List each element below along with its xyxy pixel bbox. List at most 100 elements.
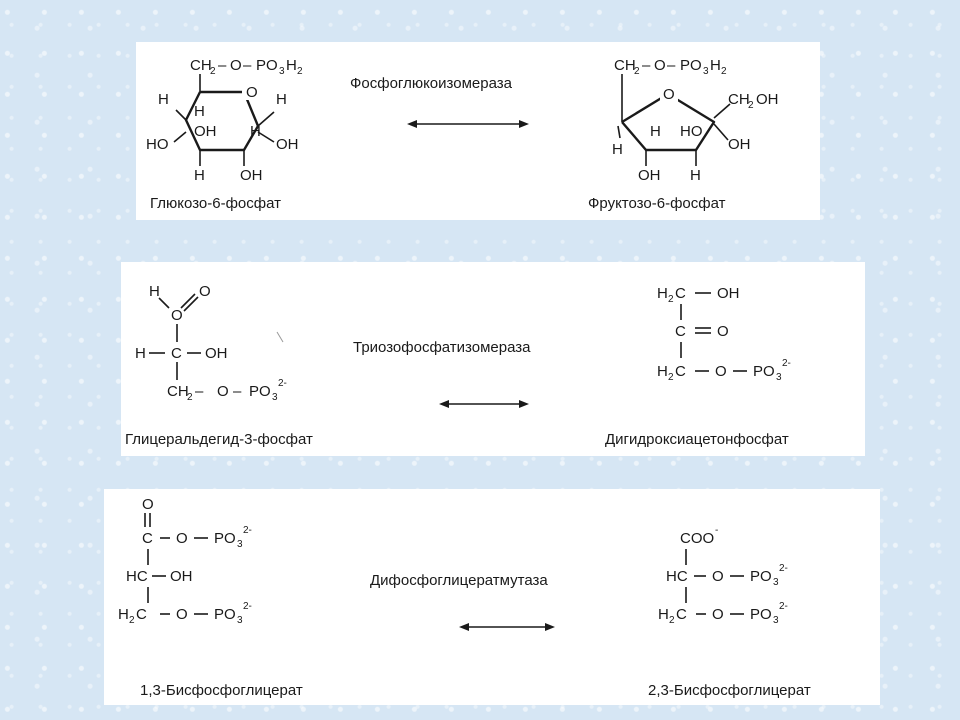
svg-text:H: H: [710, 57, 721, 74]
enzyme-label-2: Триозофосфатизомераза: [353, 339, 531, 356]
g6p-h4: H: [250, 123, 261, 140]
svg-text:H: H: [149, 283, 160, 300]
glucose-6-phosphate-structure: CH 2 – O – PO 3 H 2 O H H H OH H HO OH H…: [146, 57, 303, 212]
svg-text:O: O: [712, 568, 724, 585]
svg-text:2-: 2-: [779, 601, 788, 612]
svg-text:O: O: [717, 323, 729, 340]
f6p-h2: H: [612, 141, 623, 158]
svg-text:OH: OH: [717, 285, 740, 302]
svg-text:OH: OH: [205, 345, 228, 362]
reaction-panel-triose-isomerase: H O O H C OH CH 2 – O – PO 3 2- Глицерал…: [121, 262, 865, 456]
svg-text:2: 2: [187, 392, 193, 403]
svg-text:O: O: [176, 530, 188, 547]
svg-text:3: 3: [773, 615, 779, 626]
f6p-ho: HO: [680, 123, 703, 140]
svg-text:COO: COO: [680, 530, 714, 547]
g6p-dash1: –: [218, 57, 227, 74]
dhap-c2: C: [675, 323, 686, 340]
svg-text:O: O: [712, 606, 724, 623]
reaction-1-diagram: CH 2 – O – PO 3 H 2 O H H H OH H HO OH H…: [146, 57, 779, 212]
g6p-dash2: –: [243, 57, 252, 74]
svg-text:PO: PO: [214, 530, 236, 547]
1-3-bisphosphoglycerate-structure: O C O PO 3 2- HC OH H 2 C O PO 3 2- 1,3-…: [118, 496, 303, 699]
substrate-label-1: Глюкозо-6-фосфат: [150, 195, 281, 212]
svg-text:C: C: [675, 363, 686, 380]
svg-text:H: H: [135, 345, 146, 362]
svg-text:2: 2: [669, 615, 675, 626]
dihydroxyacetone-phosphate-structure: H 2 C OH C O H 2 C O PO 3 2- Дигидроксиа…: [605, 285, 791, 448]
f6p-h1: H: [650, 123, 661, 140]
svg-text:3: 3: [776, 372, 782, 383]
svg-text:-: -: [715, 525, 718, 536]
g6p-h2-sub: 2: [297, 66, 303, 77]
fructose-6-phosphate-structure: CH 2 – O – PO 3 H 2 O CH 2 OH H HO OH H …: [588, 57, 779, 212]
svg-text:CH: CH: [167, 383, 189, 400]
g6p-h2a: H: [194, 103, 205, 120]
svg-text:PO: PO: [750, 568, 772, 585]
svg-text:2-: 2-: [243, 601, 252, 612]
svg-text:3: 3: [773, 577, 779, 588]
g6p-h3: H: [276, 91, 287, 108]
reaction-2-diagram: H O O H C OH CH 2 – O – PO 3 2- Глицерал…: [125, 283, 791, 448]
substrate-label-2: Глицеральдегид-3-фосфат: [125, 431, 313, 448]
svg-text:2: 2: [721, 66, 727, 77]
f6p-ring-o: O: [663, 86, 675, 103]
svg-text:2-: 2-: [779, 563, 788, 574]
svg-text:C: C: [171, 345, 182, 362]
svg-text:HC: HC: [126, 568, 148, 585]
svg-text:2-: 2-: [278, 378, 287, 389]
svg-text:2: 2: [748, 100, 754, 111]
f6p-h3: H: [690, 167, 701, 184]
svg-text:3: 3: [237, 615, 243, 626]
svg-text:PO: PO: [680, 57, 702, 74]
svg-text:H: H: [657, 363, 668, 380]
g6p-h1: H: [158, 91, 169, 108]
svg-text:2: 2: [129, 615, 135, 626]
g6p-h5: H: [194, 167, 205, 184]
svg-text:C: C: [676, 606, 687, 623]
svg-text:–: –: [667, 57, 676, 74]
svg-text:2-: 2-: [243, 525, 252, 536]
g6p-po3: PO: [256, 57, 278, 74]
reaction-3-diagram: O C O PO 3 2- HC OH H 2 C O PO 3 2- 1,3-…: [118, 496, 811, 699]
g6p-oh2: OH: [276, 136, 299, 153]
g6p-o1: O: [230, 57, 242, 74]
svg-text:3: 3: [272, 392, 278, 403]
svg-text:O: O: [142, 496, 154, 513]
f6p-ch2: CH: [614, 57, 636, 74]
svg-text:C: C: [142, 530, 153, 547]
svg-text:PO: PO: [750, 606, 772, 623]
svg-text:C: C: [675, 285, 686, 302]
svg-text:3: 3: [703, 66, 709, 77]
glyceraldehyde-3-phosphate-structure: H O O H C OH CH 2 – O – PO 3 2- Глицерал…: [125, 283, 313, 448]
f6p-ch2oh: CH: [728, 91, 750, 108]
svg-text:3: 3: [237, 539, 243, 550]
g6p-oh1: OH: [194, 123, 217, 140]
svg-text:PO: PO: [249, 383, 271, 400]
reversible-arrow-2: [439, 400, 529, 408]
product-label-3: 2,3-Бисфосфоглицерат: [648, 682, 811, 699]
g6p-ring-o: O: [246, 84, 258, 101]
reversible-arrow-1: [407, 120, 529, 128]
svg-text:O: O: [176, 606, 188, 623]
reversible-arrow-3: [459, 623, 555, 631]
svg-text:–: –: [233, 383, 242, 400]
svg-text:–: –: [642, 57, 651, 74]
svg-text:2: 2: [634, 66, 640, 77]
svg-text:H: H: [658, 606, 669, 623]
f6p-oh1: OH: [728, 136, 751, 153]
reaction-panel-mutase: O C O PO 3 2- HC OH H 2 C O PO 3 2- 1,3-…: [104, 489, 880, 705]
svg-text:OH: OH: [756, 91, 779, 108]
svg-text:2: 2: [668, 372, 674, 383]
svg-text:2-: 2-: [782, 358, 791, 369]
svg-text:H: H: [118, 606, 129, 623]
svg-text:PO: PO: [753, 363, 775, 380]
svg-text:–: –: [195, 383, 204, 400]
g6p-h2: H: [286, 57, 297, 74]
g6p-ho: HO: [146, 136, 169, 153]
svg-text:H: H: [657, 285, 668, 302]
g6p-po3-sub: 3: [279, 66, 285, 77]
product-label-2: Дигидроксиацетонфосфат: [605, 431, 789, 448]
svg-text:PO: PO: [214, 606, 236, 623]
f6p-oh2: OH: [638, 167, 661, 184]
